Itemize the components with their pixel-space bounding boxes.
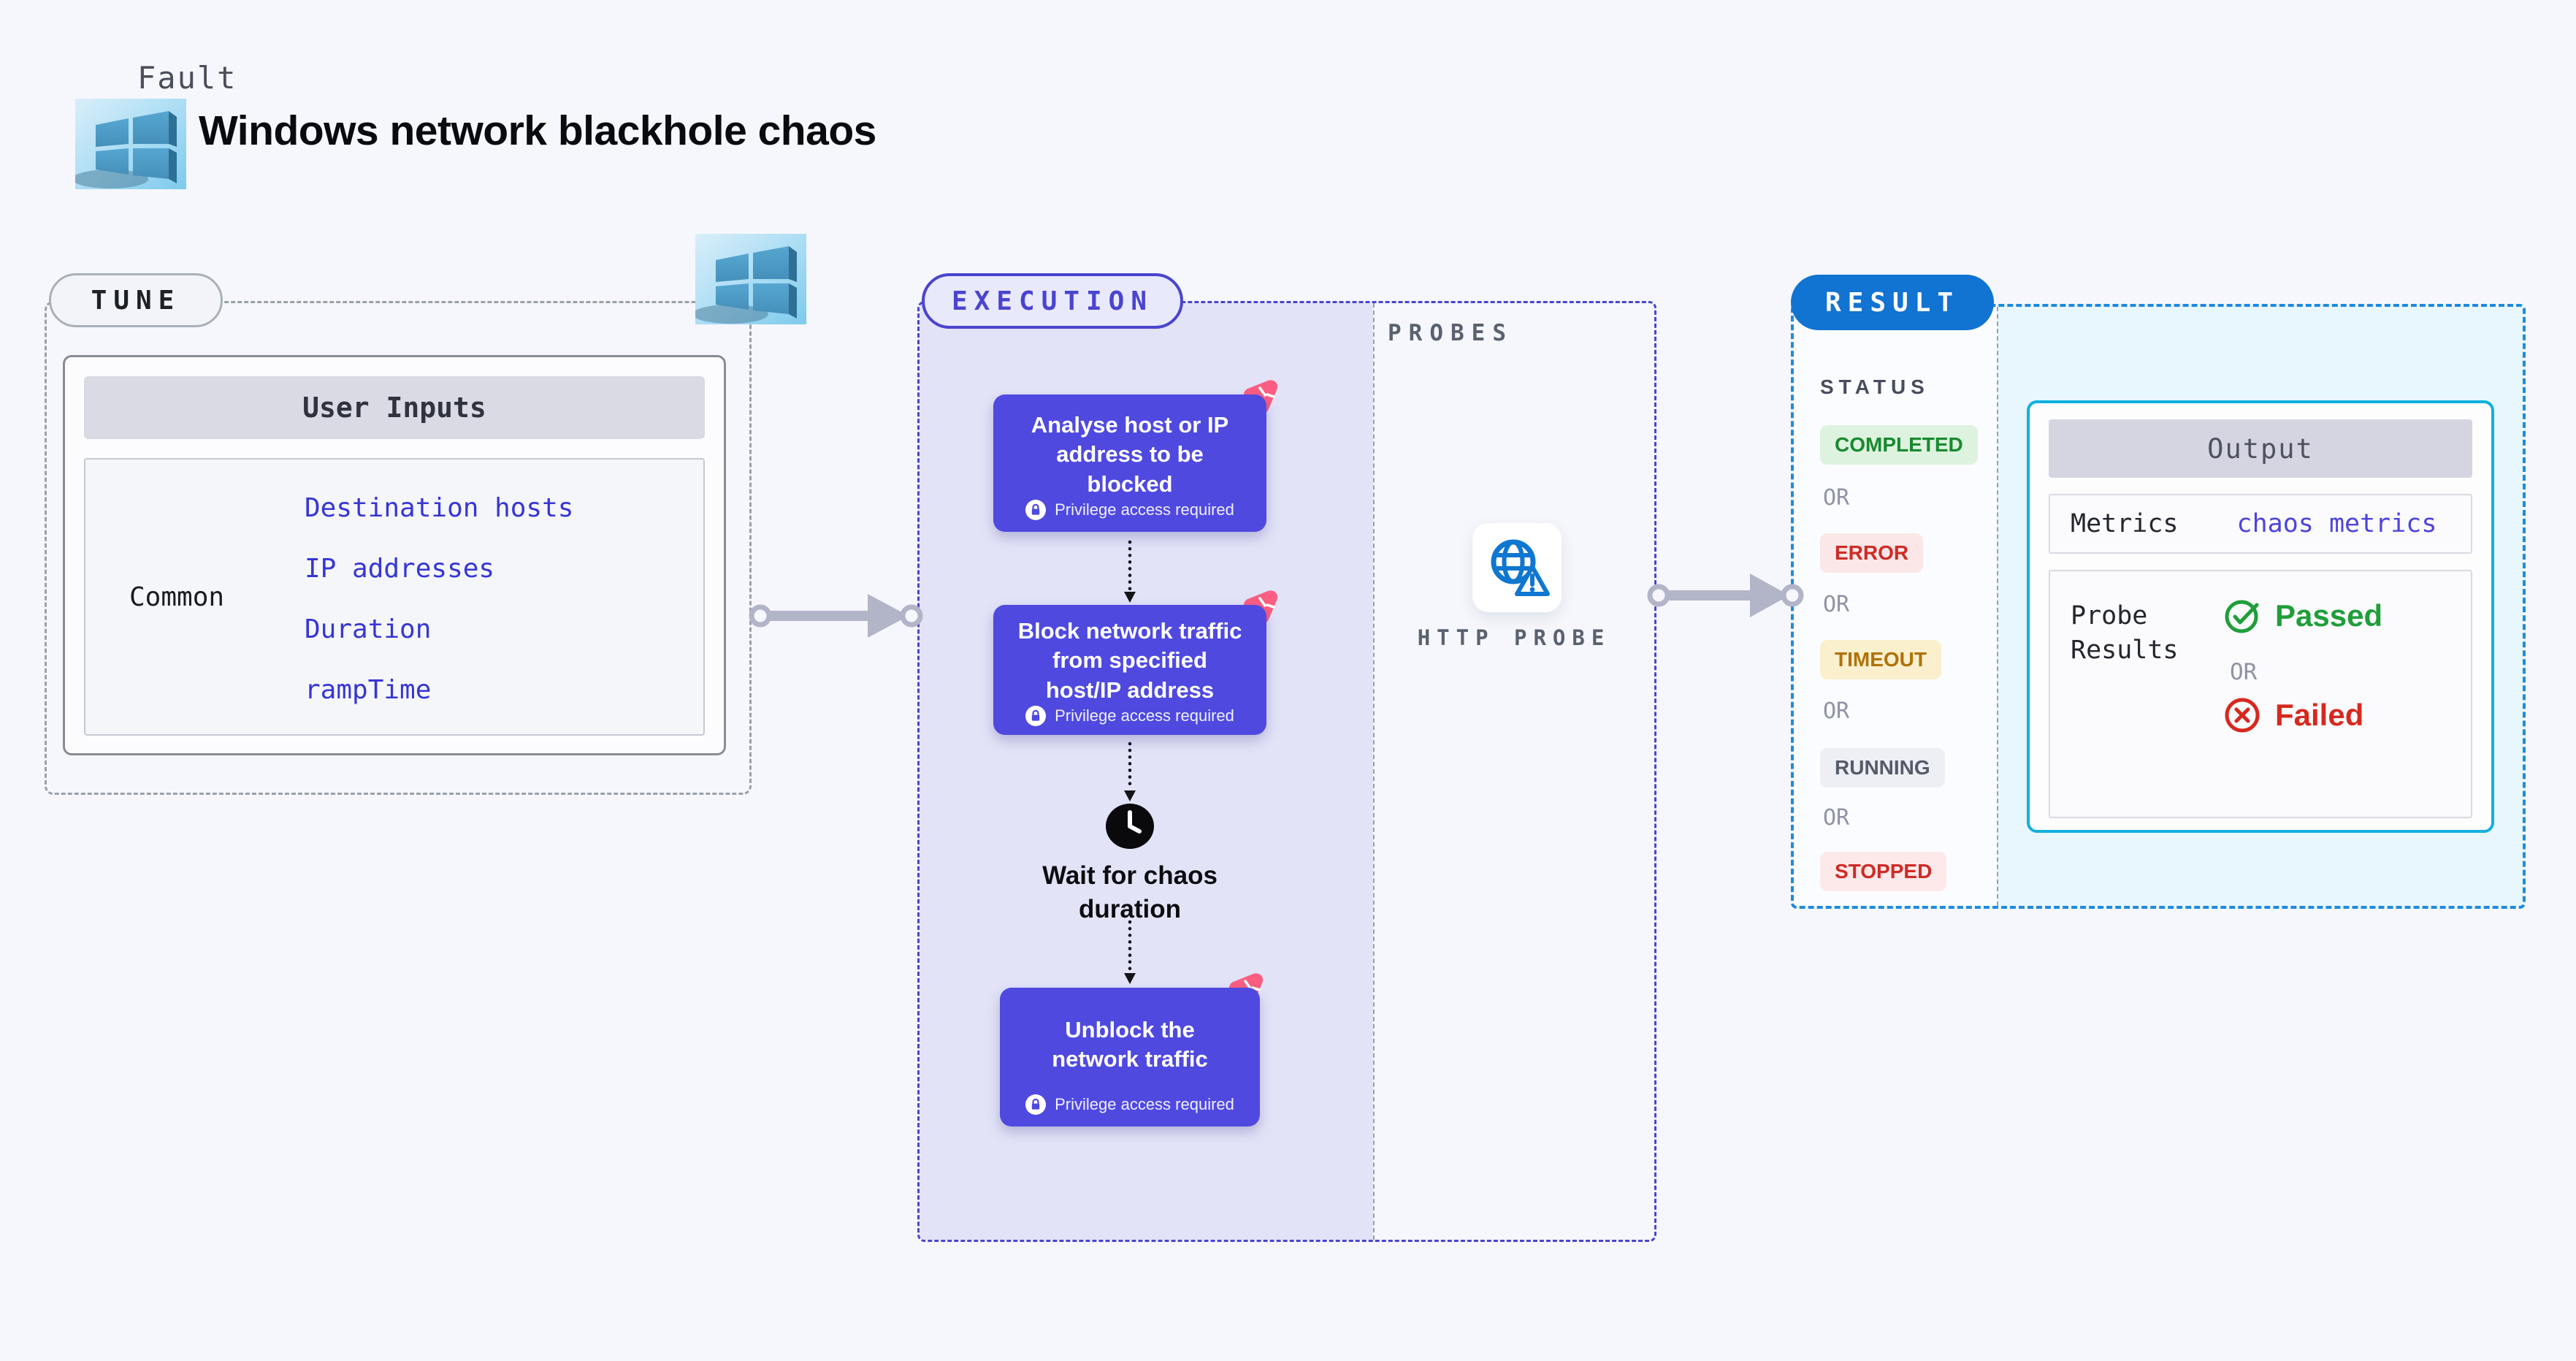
windows-3d-icon [75,99,186,189]
lock-icon [1025,706,1047,726]
failed-text: Failed [2275,698,2364,732]
privilege-text: Privilege access required [1055,1095,1234,1113]
row-label-common: Common [129,582,225,612]
fault-kicker: Fault [137,60,237,96]
or-label: OR [1823,485,1850,511]
check-circle-icon [2225,600,2259,633]
or-label: OR [1823,592,1850,617]
privilege-badge: Privilege access required [993,706,1266,726]
probe-results-row: Probe Results Passed OR Failed [2049,570,2472,818]
or-label: OR [2230,659,2258,685]
arrow-probes-to-result [1647,573,1804,617]
user-inputs-header: User Inputs [84,376,705,439]
user-inputs-table: Common Destination hosts IP addresses Du… [84,458,705,736]
clock-icon [1106,804,1154,849]
link-ip-addresses[interactable]: IP addresses [305,554,495,584]
tune-pill: TUNE [49,273,223,327]
privilege-text: Privilege access required [1055,706,1234,725]
status-label: STATUS [1820,375,1930,398]
link-duration[interactable]: Duration [305,614,432,644]
step-analyse-host: Analyse host or IP address to be blocked… [993,394,1266,532]
status-badge-completed: COMPLETED [1820,425,1978,465]
metrics-label: Metrics [2071,509,2179,538]
probe-failed: Failed [2224,697,2363,733]
tune-section [45,301,752,795]
chaos-metrics-link[interactable]: chaos metrics [2236,509,2437,538]
probes-label: PROBES [1388,320,1513,346]
link-destination-hosts[interactable]: Destination hosts [305,493,574,523]
status-badge-timeout: TIMEOUT [1820,640,1941,679]
result-pill: RESULT [1791,275,1994,330]
probe-passed: Passed [2224,598,2382,634]
step-title: Block network traffic from specified hos… [1017,618,1242,703]
user-input-links: Destination hosts IP addresses Duration … [305,460,703,734]
step-unblock-traffic: Unblock the network traffic Privilege ac… [1000,988,1260,1126]
privilege-badge: Privilege access required [1000,1094,1260,1115]
step-wait-duration: Wait for chaos duration [1042,861,1218,923]
flow-arrow-down [1124,540,1136,603]
flow-arrow-down [1124,742,1136,801]
output-card: Output Metrics chaos metrics Probe Resul… [2027,400,2494,833]
status-badge-stopped: STOPPED [1820,852,1947,891]
http-probe-card [1472,523,1562,612]
output-header: Output [2049,419,2472,478]
status-badge-running: RUNNING [1820,748,1945,788]
probes-zone [1373,303,1654,1240]
status-badge-error: ERROR [1820,533,1924,573]
globe-warning-icon [1491,539,1550,596]
lock-icon [1025,1094,1047,1115]
or-label: OR [1823,698,1850,724]
status-zone [1794,307,1997,906]
user-inputs-card: User Inputs Common Destination hosts IP … [63,355,726,755]
execution-pill: EXECUTION [922,273,1183,329]
metrics-row: Metrics chaos metrics [2049,494,2472,554]
windows-3d-icon [695,234,806,324]
x-circle-icon [2225,698,2260,733]
or-label: OR [1823,805,1850,831]
arrow-tune-to-execution [749,594,923,638]
flow-arrow-down [1124,920,1136,984]
step-title: Unblock the network traffic [1052,1017,1208,1072]
step-title: Analyse host or IP address to be blocked [1031,412,1229,497]
step-block-traffic: Block network traffic from specified hos… [993,605,1266,735]
lock-icon [1025,500,1047,520]
http-probe-label: HTTP PROBE [1417,625,1611,650]
passed-text: Passed [2275,598,2383,633]
link-ramptime[interactable]: rampTime [305,675,432,705]
probe-results-label: Probe Results [2071,601,2179,666]
privilege-badge: Privilege access required [993,500,1266,520]
privilege-text: Privilege access required [1055,500,1234,519]
page-title: Windows network blackhole chaos [199,107,876,154]
